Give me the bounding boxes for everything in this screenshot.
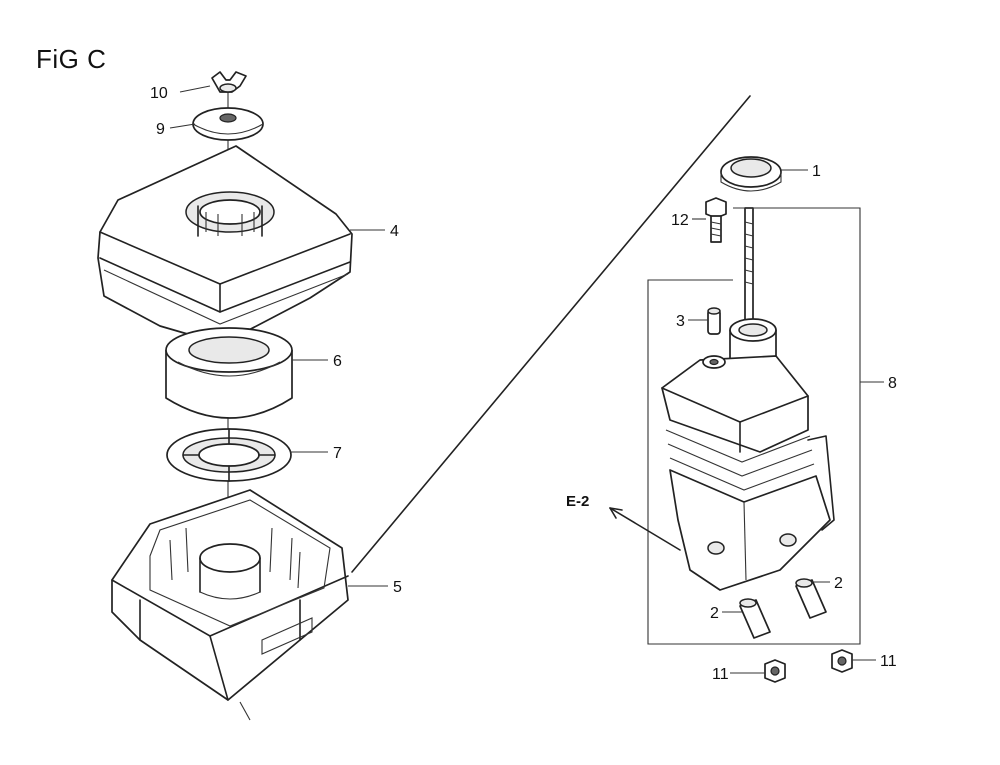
air-cleaner-separator	[166, 428, 292, 482]
callout-4: 4	[390, 223, 399, 240]
flange-nut-a	[764, 659, 786, 683]
elbow-gasket	[720, 156, 782, 192]
reference-e2-label: E-2	[566, 493, 589, 510]
callout-12: 12	[671, 212, 689, 229]
callout-6: 6	[333, 353, 342, 370]
callout-2-right: 2	[834, 575, 843, 592]
assembly-reference-line	[351, 95, 751, 573]
air-cleaner-case	[111, 489, 349, 721]
callout-10: 10	[150, 85, 168, 102]
assembly-bracket-outline	[647, 207, 861, 645]
breather-tube-a	[795, 578, 827, 619]
collar-pin	[707, 307, 721, 335]
wing-nut	[211, 71, 247, 93]
callout-11-right: 11	[880, 653, 897, 670]
flange-bolt	[705, 197, 727, 243]
callout-3: 3	[676, 313, 685, 330]
air-cleaner-washer	[192, 107, 264, 141]
callout-5: 5	[393, 579, 402, 596]
flange-nut-b	[831, 649, 853, 673]
air-cleaner-cover	[97, 145, 353, 345]
breather-tube-b	[739, 598, 771, 639]
callout-7: 7	[333, 445, 342, 462]
leader-lines	[169, 85, 884, 674]
callout-11-left: 11	[712, 666, 729, 683]
callout-9: 9	[156, 121, 165, 138]
reference-arrow	[609, 507, 681, 551]
callout-1: 1	[812, 163, 821, 180]
callout-8: 8	[888, 375, 897, 392]
figure-title: FiG C	[36, 44, 107, 74]
air-cleaner-elbow	[661, 318, 835, 591]
callout-2-left: 2	[710, 605, 719, 622]
air-filter-element	[165, 327, 293, 419]
stud-bolt	[744, 207, 754, 329]
